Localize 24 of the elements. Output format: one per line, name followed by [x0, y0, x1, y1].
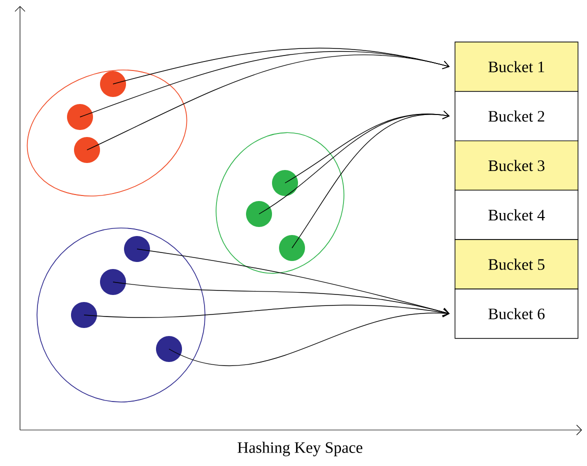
bucket-box: Bucket 1	[454, 42, 578, 92]
bucket-box: Bucket 2	[454, 91, 578, 142]
key-dot	[100, 71, 126, 97]
arrow	[84, 304, 450, 318]
cluster-ellipse	[216, 132, 344, 274]
key-dot	[272, 170, 298, 196]
bucket-box: Bucket 4	[454, 190, 578, 240]
key-dot	[156, 336, 182, 362]
key-dot	[124, 236, 150, 262]
arrow	[86, 54, 450, 150]
cluster-ellipse	[36, 228, 206, 402]
bucket-box: Bucket 6	[454, 288, 578, 339]
bucket-box: Bucket 3	[454, 140, 578, 191]
arrow	[112, 282, 450, 316]
key-dot	[67, 104, 93, 130]
bucket-box: Bucket 5	[454, 239, 578, 290]
arrow	[292, 110, 450, 248]
key-dot	[71, 302, 97, 328]
key-dot	[100, 269, 126, 295]
axis-label: Hashing Key Space	[238, 442, 362, 456]
key-dot	[246, 201, 272, 227]
key-dot	[279, 235, 305, 261]
arrow	[168, 308, 450, 366]
key-dot	[74, 137, 100, 163]
